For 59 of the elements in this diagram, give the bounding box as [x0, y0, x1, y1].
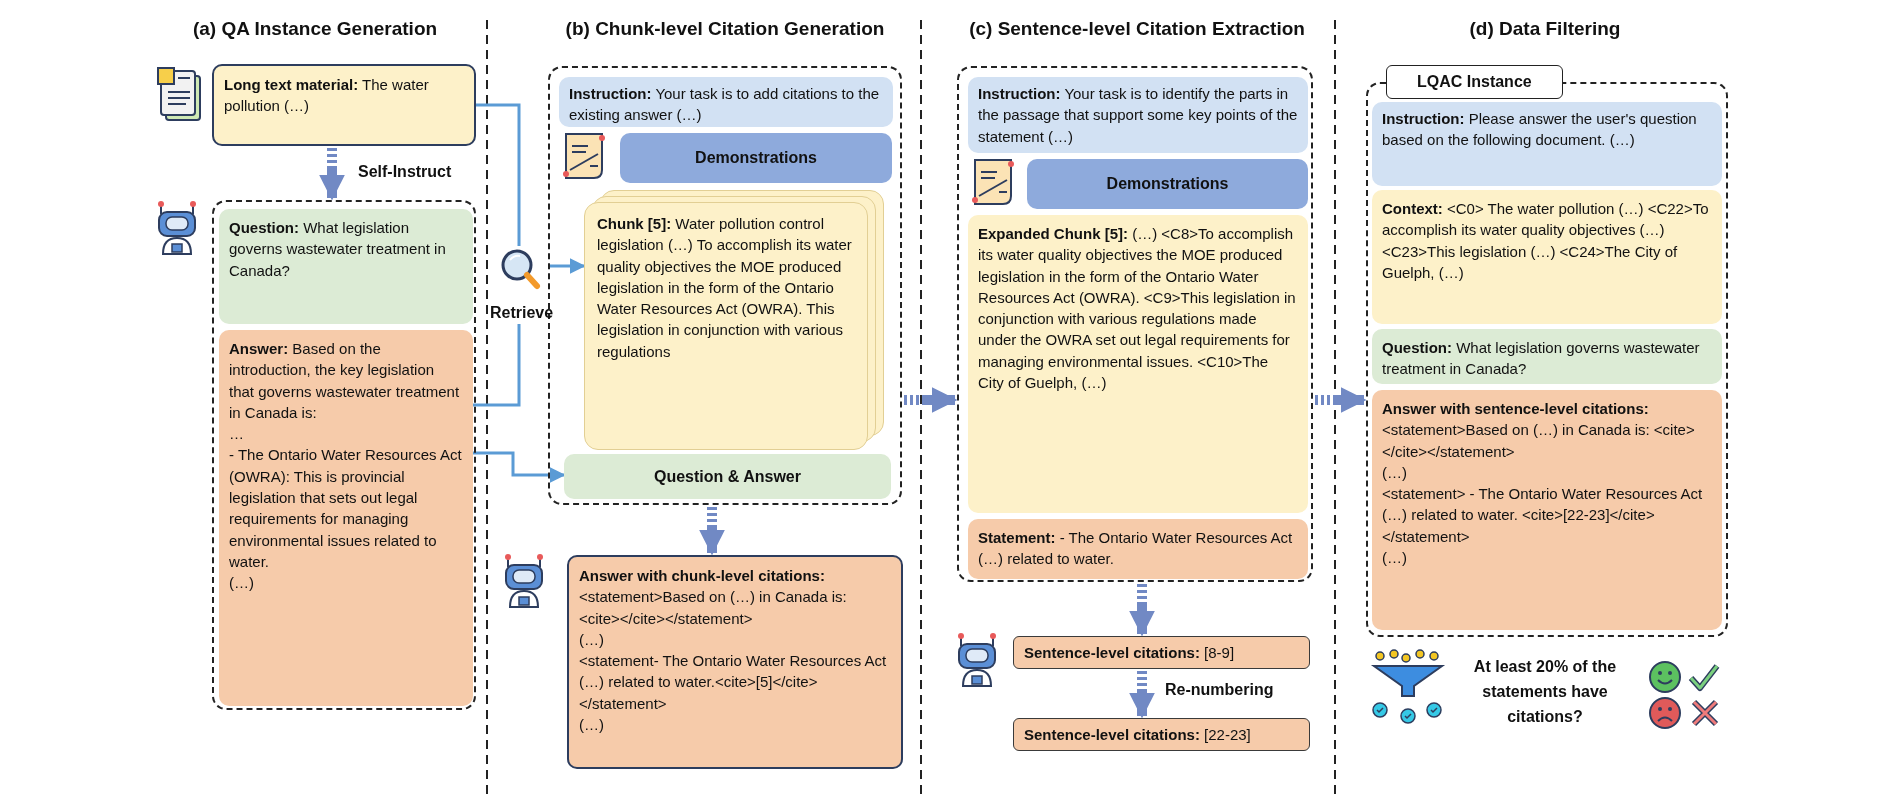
connector-line	[473, 324, 521, 407]
box-text: <statement>Based on (…) in Canada is: <cite></cite></statement>	[1382, 420, 1696, 462]
box-text: <statement> - The Ontario Water Resources Act (…) related to water. <cite>[22-23]</cite> </statement>	[1382, 484, 1704, 547]
chunk-box	[968, 215, 1308, 513]
box-text: (…)	[579, 715, 605, 736]
box-text: Context: <C0> The water pollution (…) <C22>To accomplish its water quality objectives (…) <C23>This legislation (…) <C24>The City of Guelph, (…)	[1382, 199, 1710, 283]
instruction-box	[1372, 102, 1722, 186]
box-text: (…)	[579, 629, 605, 650]
box-text: Question: What legislation governs wastewater treatment in Canada?	[229, 218, 447, 281]
text-box	[212, 64, 476, 146]
box-text: <statement>Based on (…) in Canada is: <cite></cite></statement>	[579, 587, 848, 629]
box-text: Instruction: Your task is to identify the parts in the passage that support some key points of the statement (…)	[978, 84, 1298, 147]
arrow	[550, 258, 586, 274]
box-text: - The Ontario Water Resources Act (OWRA): This is provincial legislation that sets out legal requirements for managing environmental issues related to water.	[229, 445, 463, 572]
connector-line	[476, 103, 521, 246]
citation-box	[1013, 718, 1310, 751]
box-text: Instruction: Please answer the user's question based on the following document. (…)	[1382, 109, 1698, 151]
box-text: (…)	[229, 573, 255, 594]
box-text: Answer with chunk-level citations:	[579, 566, 826, 586]
box-text: Sentence-level citations: [22-23]	[1024, 724, 1251, 745]
context-box	[1372, 190, 1722, 324]
box-text: Expanded Chunk [5]: (…) <C8>To accomplish its water quality objectives the MOE produced legislation in the form of the Ontario Water Resources Act (OWRA). <C9>This legislation in conjunction with various regulations made under the OWRA set out legal requirements for managing environmental issues. <C10>The City of Guelph, (…)	[978, 224, 1297, 394]
answer-box	[219, 330, 473, 706]
box-text: Question: What legislation governs wastewater treatment in Canada?	[1382, 338, 1701, 380]
box-text: Long text material: The water pollution (…)	[224, 75, 430, 117]
question-answer-bar	[564, 454, 891, 499]
demonstrations-bar	[620, 133, 892, 183]
box-text: Statement: - The Ontario Water Resources Act (…) related to water.	[978, 528, 1294, 570]
bar-label: Demonstrations	[1106, 175, 1229, 193]
instruction-box	[968, 77, 1308, 153]
question-box	[219, 209, 473, 324]
panel-title: (d) Data Filtering	[1468, 18, 1622, 40]
box-text: Answer: Based on the introduction, the key legislation that governs wastewater treatment in Canada is:	[229, 339, 461, 423]
box-text: (…)	[1382, 548, 1408, 569]
box-text: …	[229, 424, 245, 445]
panel-title: (a) QA Instance Generation	[191, 18, 439, 40]
chunk-card-stack	[584, 190, 886, 450]
box-text: <statement- The Ontario Water Resources Act (…) related to water.<cite>[5]</cite></statement>	[579, 651, 888, 714]
dashed-group	[212, 200, 476, 710]
citation-box	[1013, 636, 1310, 669]
demonstrations-bar	[1027, 159, 1308, 209]
box-text: Sentence-level citations: [8-9]	[1024, 642, 1235, 663]
question-text: At least 20% of the statements have citations?	[1472, 657, 1618, 727]
box-text: Chunk [5]: Water pollution control legislation (…) To accomplish its water quality objectives the MOE produced legislation in the form of the Ontario Water Resources Act (OWRA). This legislation in conjunction with various regulations	[597, 214, 853, 362]
dashed-group	[957, 66, 1313, 582]
question-box	[1372, 329, 1722, 384]
box-text: (…)	[1382, 462, 1408, 483]
panel-title: (b) Chunk-level Citation Generation	[564, 18, 886, 40]
bar-label: Question & Answer	[654, 467, 801, 486]
box-text: Answer with sentence-level citations:	[1382, 399, 1650, 419]
panel-title: (c) Sentence-level Citation Extraction	[968, 18, 1306, 40]
answer-box	[567, 555, 903, 769]
answer-box	[1372, 390, 1722, 630]
instruction-box	[559, 77, 893, 127]
box-text: Instruction: Your task is to add citations to the existing answer (…)	[569, 84, 881, 126]
arrow	[473, 451, 566, 483]
group-title: LQAC Instance	[1386, 65, 1563, 99]
statement-box	[968, 519, 1308, 579]
bar-label: Demonstrations	[695, 149, 817, 167]
